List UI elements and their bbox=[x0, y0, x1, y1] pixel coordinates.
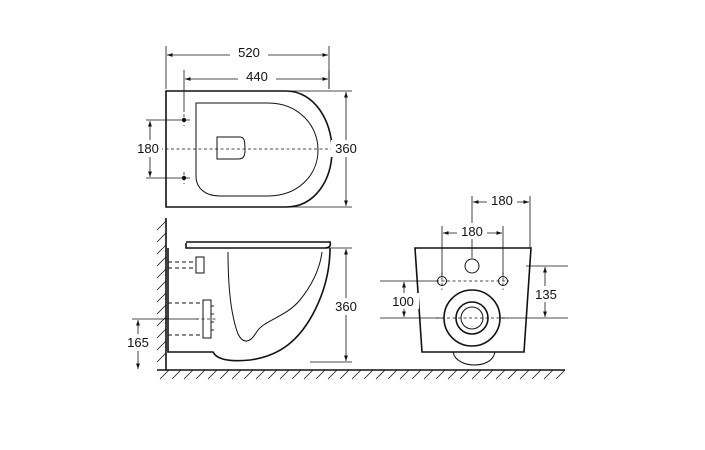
wall-hatching bbox=[156, 220, 167, 363]
rear-view-hole-center bbox=[464, 258, 480, 274]
dim-label-180-rear-inner: 180 bbox=[461, 224, 483, 239]
rear-view-base bbox=[452, 351, 496, 366]
floor-hatching bbox=[159, 369, 566, 380]
dim-label-165: 165 bbox=[127, 335, 149, 350]
top-view: 520 440 180 360 bbox=[134, 44, 361, 208]
top-view-drain bbox=[216, 136, 246, 160]
dim-label-135: 135 bbox=[535, 287, 557, 302]
side-view-rim bbox=[185, 241, 332, 249]
side-view-outlet bbox=[168, 299, 218, 339]
dim-label-100: 100 bbox=[392, 294, 414, 309]
side-view: 360 165 bbox=[123, 218, 566, 380]
dim-label-520: 520 bbox=[238, 45, 260, 60]
rear-view: 180 180 100 135 bbox=[380, 192, 568, 366]
dim-label-440: 440 bbox=[246, 69, 268, 84]
side-view-body bbox=[167, 247, 331, 362]
dim-label-180-rear-outer: 180 bbox=[491, 193, 513, 208]
side-view-inner-bowl bbox=[227, 251, 323, 342]
dim-label-360-side-view: 360 bbox=[335, 299, 357, 314]
dim-label-180-top-view: 180 bbox=[137, 141, 159, 156]
top-view-inner-rim bbox=[195, 102, 319, 197]
side-view-inlet bbox=[168, 256, 205, 274]
rear-view-outline bbox=[414, 247, 532, 353]
dim-label-360-top-view: 360 bbox=[335, 141, 357, 156]
